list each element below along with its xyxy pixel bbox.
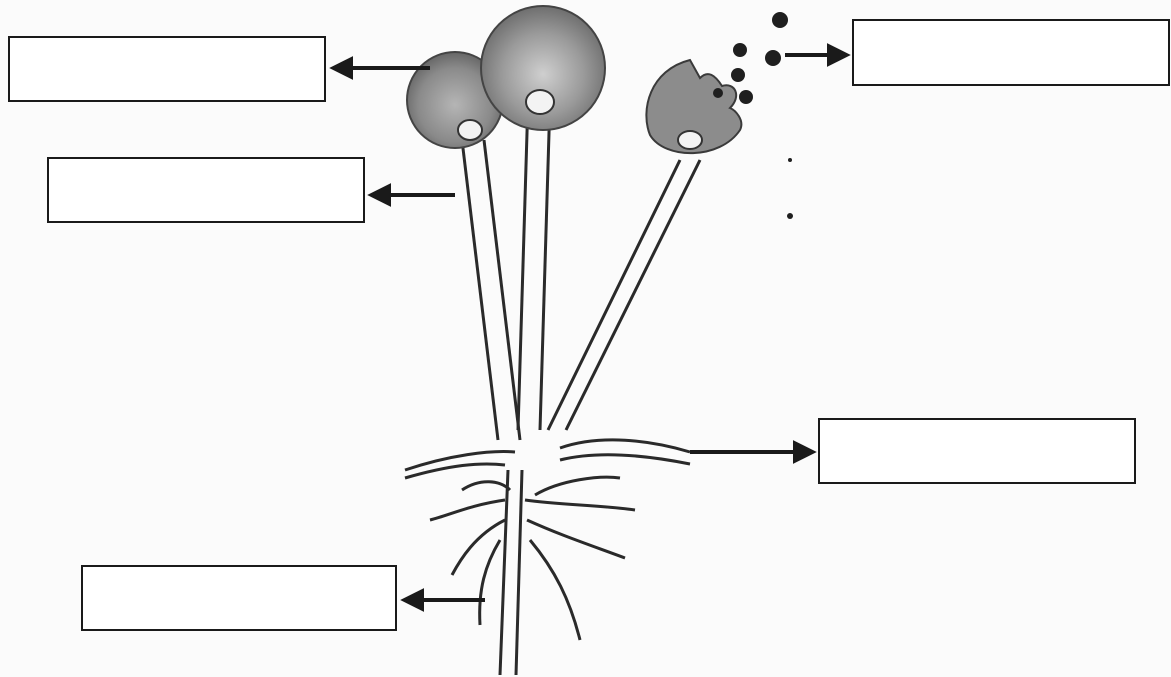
spore-dot (739, 90, 753, 104)
spore-dot (787, 213, 793, 219)
sporangiophore-stalks (462, 100, 700, 440)
spore-dot (772, 12, 788, 28)
spore-dot (733, 43, 747, 57)
sporangium-bursting (646, 60, 741, 153)
spore-dot (713, 88, 723, 98)
sporangium-middle (481, 6, 605, 130)
spore-dot (765, 50, 781, 66)
label-box-stolon[interactable] (818, 418, 1136, 484)
stolon (405, 440, 690, 490)
label-box-sporangiophore[interactable] (47, 157, 365, 223)
label-box-sporangium[interactable] (8, 36, 326, 102)
spore-dot (788, 158, 792, 162)
label-box-rhizoids[interactable] (81, 565, 397, 631)
rhizoids (430, 470, 635, 675)
label-box-spores[interactable] (852, 19, 1170, 86)
pointer-arrows (334, 55, 846, 600)
spore-dot (731, 68, 745, 82)
